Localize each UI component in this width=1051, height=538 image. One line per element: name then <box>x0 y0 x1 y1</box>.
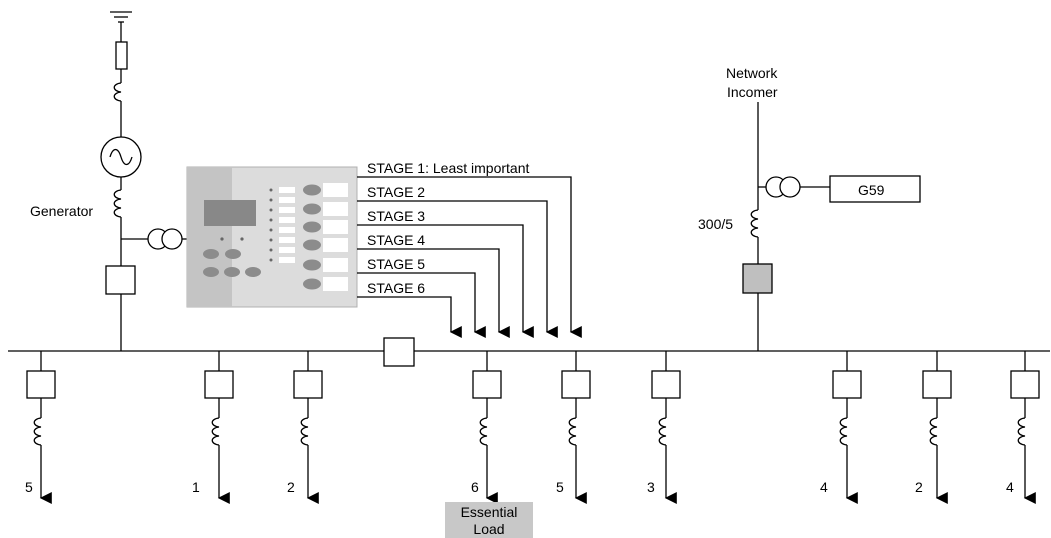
network-incomer-branch <box>742 102 921 351</box>
feeder-ct-icon <box>658 417 667 446</box>
feeder-5: 5 <box>556 351 591 504</box>
feeder-6: 3 <box>647 351 681 504</box>
essential-load-box <box>445 502 533 538</box>
feeder-ct-icon <box>300 417 309 446</box>
feeder-stage-label: 1 <box>192 479 200 495</box>
feeder-breaker <box>472 370 502 399</box>
relay-side-panel <box>187 167 232 307</box>
neutral-ct-icon <box>113 82 122 102</box>
feeder-breaker <box>922 370 952 399</box>
essential-load-label-line1: Essential <box>461 504 518 520</box>
feeder-stage-label: 5 <box>25 479 33 495</box>
generator-vt-icon <box>147 228 183 250</box>
feeder-1: 5 <box>25 351 56 504</box>
feeder-breaker <box>26 370 56 399</box>
earth-icon <box>110 11 132 23</box>
stage-1-label: STAGE 1: Least important <box>367 160 529 176</box>
stage-6-label: STAGE 6 <box>367 280 425 296</box>
feeder-group: 5 1 2 6 5 3 4 2 4 <box>25 351 1040 504</box>
incomer-breaker <box>742 263 773 294</box>
stage-trip-lines <box>357 176 582 338</box>
stage-5-label: STAGE 5 <box>367 256 425 272</box>
relay-display <box>204 200 256 226</box>
feeder-breaker <box>1010 370 1040 399</box>
feeder-breaker <box>832 370 862 399</box>
stage-3-label: STAGE 3 <box>367 208 425 224</box>
generator-breaker <box>105 265 136 295</box>
feeder-breaker <box>293 370 323 399</box>
feeder-9: 4 <box>1006 351 1040 504</box>
feeder-stage-label: 4 <box>1006 479 1014 495</box>
feeder-ct-icon <box>929 417 938 446</box>
feeder-7: 4 <box>820 351 862 504</box>
feeder-ct-icon <box>211 417 220 446</box>
feeder-breaker <box>561 370 591 399</box>
feeder-stage-label: 2 <box>287 479 295 495</box>
g59-label: G59 <box>858 182 885 198</box>
ct-ratio-label: 300/5 <box>698 216 733 232</box>
feeder-ct-icon <box>1017 417 1026 446</box>
network-incomer-label-line1: Network <box>726 65 778 81</box>
incomer-ct-icon <box>750 209 759 238</box>
relay-keypad <box>203 249 261 277</box>
feeder-3: 2 <box>287 351 323 504</box>
generator-label: Generator <box>30 203 93 219</box>
incomer-vt-icon <box>765 176 801 198</box>
feeder-stage-label: 6 <box>471 479 479 495</box>
essential-load-label-line2: Load <box>473 521 504 537</box>
g59-relay-box <box>829 175 921 203</box>
feeder-breaker <box>651 370 681 399</box>
feeder-breaker <box>204 370 234 399</box>
feeder-stage-label: 2 <box>915 479 923 495</box>
network-incomer-label-line2: Incomer <box>727 84 778 100</box>
earthing-resistor-icon <box>115 41 128 70</box>
feeder-ct-icon <box>839 417 848 446</box>
feeder-stage-label: 5 <box>556 479 564 495</box>
generator-branch <box>100 11 187 351</box>
load-shedding-relay <box>186 166 358 308</box>
feeder-ct-icon <box>568 417 577 446</box>
stage-2-label: STAGE 2 <box>367 184 425 200</box>
feeder-4: 6 <box>471 351 502 504</box>
feeder-stage-label: 4 <box>820 479 828 495</box>
feeder-8: 2 <box>915 351 952 504</box>
generator-ct-icon <box>113 189 122 218</box>
feeder-ct-icon <box>479 417 488 446</box>
bus-section-breaker <box>383 337 415 367</box>
feeder-stage-label: 3 <box>647 479 655 495</box>
stage-4-label: STAGE 4 <box>367 232 425 248</box>
relay-led-column <box>269 187 295 263</box>
feeder-2: 1 <box>192 351 234 504</box>
feeder-ct-icon <box>33 417 42 446</box>
relay-stage-buttons <box>303 183 348 291</box>
